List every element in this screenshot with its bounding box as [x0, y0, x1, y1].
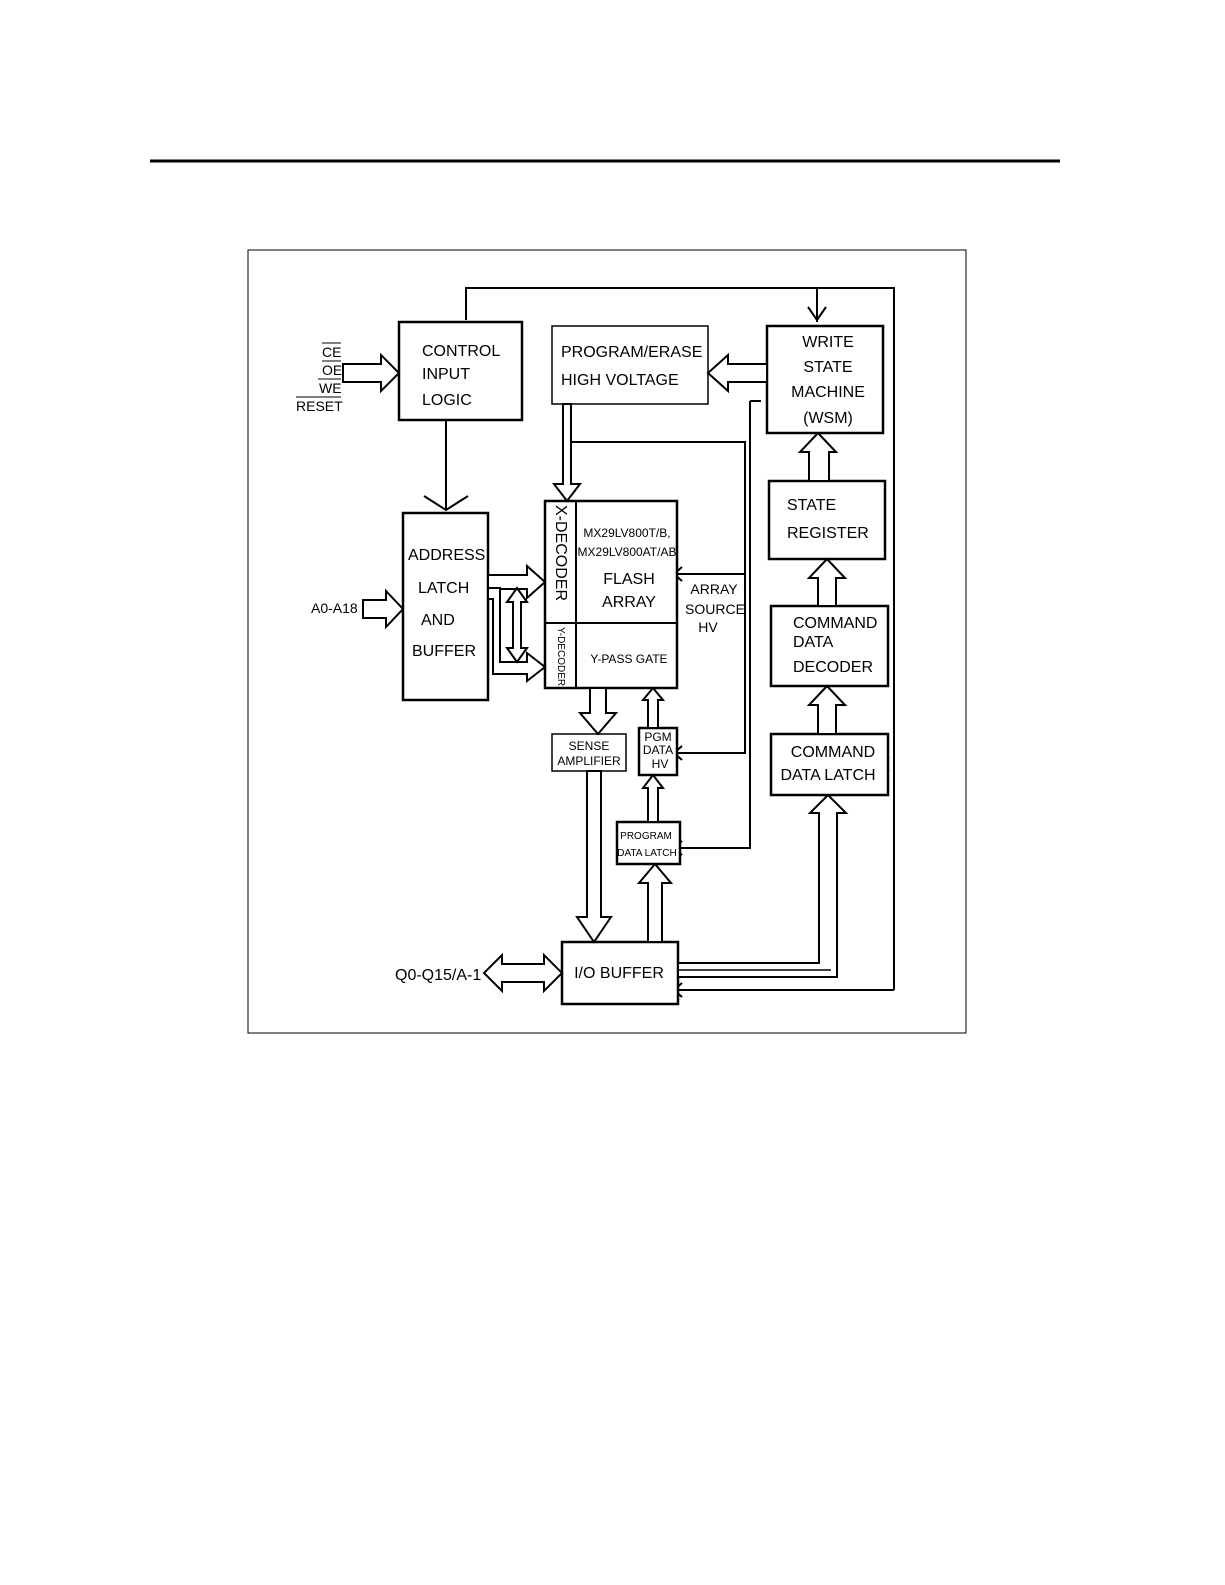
flash-label-4: ARRAY	[602, 594, 656, 611]
state-reg-label-1: STATE	[787, 497, 836, 514]
cdd-label-3: DECODER	[793, 659, 873, 676]
address-input-arrow	[362, 588, 405, 630]
hv-to-x-decoder-arrow	[551, 403, 583, 503]
cdd-label-2: DATA	[793, 634, 834, 651]
sense-to-io-arrow	[575, 770, 613, 944]
state-reg-label-2: REGISTER	[787, 525, 869, 542]
ctrl-label-2: INPUT	[422, 366, 470, 383]
array-block	[543, 499, 679, 690]
pdl-label-2: DATA LATCH	[617, 848, 676, 859]
hv-label-2: HIGH VOLTAGE	[561, 372, 679, 389]
address-input-label: A0-A18	[311, 600, 358, 616]
array-source-label-2: SOURCE	[685, 601, 745, 617]
pgm-hv-to-array-arrow	[640, 686, 666, 729]
signal-reset: RESET	[296, 398, 343, 414]
latch-to-decoder-arrow	[806, 684, 848, 735]
addr-label-3: AND	[421, 612, 455, 629]
y-pass-gate-label: Y-PASS GATE	[590, 652, 667, 666]
decoder-to-state-reg-arrow	[806, 557, 848, 607]
array-source-label-3: HV	[698, 619, 718, 635]
array-source-label-1: ARRAY	[690, 581, 738, 597]
signal-we: WE	[319, 380, 342, 396]
pgm-hv-label-2: DATA	[643, 743, 673, 757]
ctrl-to-addr-arrowhead	[423, 495, 469, 512]
pdl-to-pgm-hv-arrow	[640, 773, 666, 823]
address-latch-block	[401, 511, 490, 702]
flash-label-part-2: MX29LV800AT/AB	[578, 545, 677, 559]
io-to-cdl-arrow	[677, 793, 849, 978]
pdl-label-1: PROGRAM	[620, 831, 672, 842]
ctrl-label-3: LOGIC	[422, 392, 472, 409]
diagram-frame	[247, 249, 967, 1034]
cdl-label-2: DATA LATCH	[780, 767, 875, 784]
addr-to-y-decoder-arrow	[487, 587, 547, 684]
wsm-label-1: WRITE	[802, 334, 854, 351]
command-data-latch-block	[769, 732, 890, 797]
x-decoder-label: X-DECODER	[552, 505, 569, 601]
wsm-label-2: STATE	[803, 359, 852, 376]
addr-label-1: ADDRESS	[408, 547, 485, 564]
command-data-decoder-block	[769, 604, 890, 688]
signal-oe: OE	[322, 362, 342, 378]
cdl-label-1: COMMAND	[791, 744, 875, 761]
sense-label-2: AMPLIFIER	[557, 754, 621, 768]
bus-to-wsm-arrowhead	[807, 306, 827, 322]
hv-label-1: PROGRAM/ERASE	[561, 344, 702, 361]
program-erase-hv-block	[551, 325, 709, 405]
io-buffer-label: I/O BUFFER	[574, 965, 664, 982]
ctrl-label-1: CONTROL	[422, 343, 500, 360]
addr-label-2: LATCH	[418, 580, 469, 597]
wsm-label-4: (WSM)	[803, 410, 853, 427]
addr-bidirectional-arrow	[505, 586, 529, 664]
sense-label-1: SENSE	[569, 739, 610, 753]
io-to-pdl-arrow	[636, 862, 674, 943]
array-to-sense-arrow	[577, 687, 619, 736]
addr-label-4: BUFFER	[412, 643, 476, 660]
top-bus-wire	[465, 287, 895, 990]
pgm-data-hv-block	[637, 726, 679, 777]
wsm-to-hv-arrow	[706, 352, 768, 394]
state-register-block	[767, 479, 887, 561]
flash-label-part-1: MX29LV800T/B,	[583, 526, 670, 540]
data-io-label: Q0-Q15/A-1	[395, 967, 481, 984]
cdd-label-1: COMMAND	[793, 615, 877, 632]
wsm-control-vertical	[674, 401, 751, 849]
hv-distribution-wire	[570, 441, 746, 754]
state-reg-to-wsm-arrow	[797, 431, 839, 482]
pgm-hv-label-3: HV	[652, 757, 669, 771]
control-input-logic-block	[397, 320, 524, 422]
signal-ce: CE	[322, 344, 341, 360]
flash-label-3: FLASH	[603, 571, 655, 588]
pgm-hv-label-1: PGM	[644, 730, 671, 744]
y-decoder-label: Y-DECODER	[555, 627, 566, 686]
control-inputs-arrow	[342, 352, 401, 394]
wsm-label-3: MACHINE	[791, 384, 865, 401]
data-io-arrow	[482, 952, 564, 994]
